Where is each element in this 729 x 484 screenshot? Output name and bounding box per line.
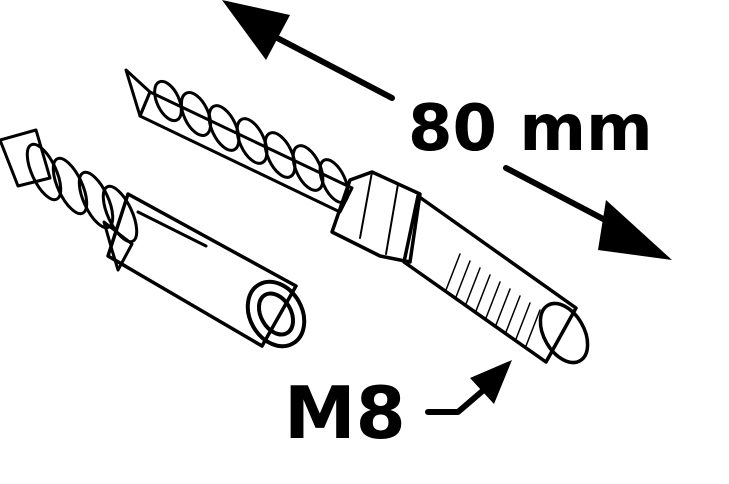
wall-plug bbox=[0, 128, 307, 349]
hanger-bolt bbox=[124, 68, 590, 365]
thread-label: M8 bbox=[284, 371, 406, 455]
length-label: 80 mm bbox=[408, 92, 653, 166]
thread-leader-arrow bbox=[425, 360, 512, 415]
length-dimension-arrow bbox=[222, 0, 672, 260]
